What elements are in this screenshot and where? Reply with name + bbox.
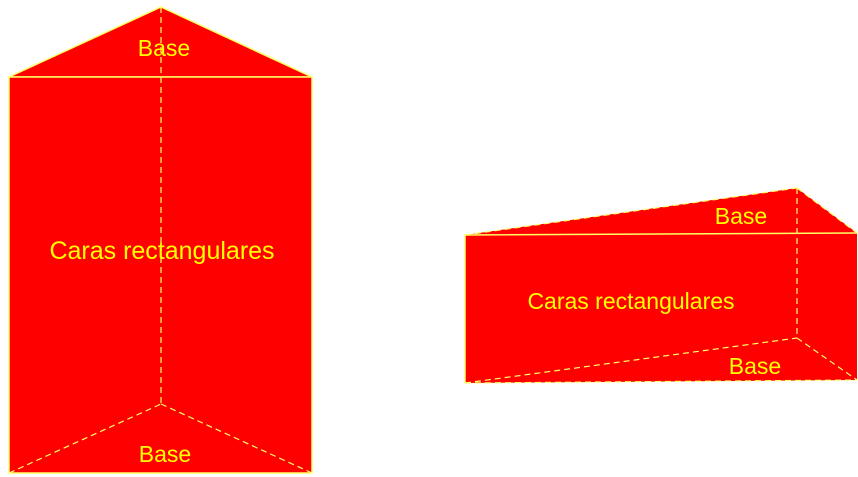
right-prism-bottom-back-edge [464, 337, 798, 384]
left-prism-faces-label: Caras rectangulares [49, 237, 274, 265]
left-prism-bottom-base-edge-left [8, 403, 162, 474]
left-prism: Base Caras rectangulares Base [8, 6, 313, 474]
left-prism-bottom-base-label: Base [139, 441, 191, 467]
right-prism-body [465, 188, 857, 383]
right-prism-faces-label: Caras rectangulares [527, 288, 734, 314]
left-prism-lateral-faces [8, 76, 313, 474]
left-prism-top-base-label: Base [138, 35, 190, 61]
right-prism-bottom-base-label: Base [729, 353, 781, 379]
right-prism: Base Caras rectangulares Base [464, 187, 858, 384]
right-prism-top-ridge-edge [464, 187, 798, 236]
right-prism-far-top-edge [796, 187, 858, 234]
right-prism-bottom-front-edge [464, 379, 858, 384]
left-prism-bottom-base-edge-right [160, 403, 313, 474]
right-prism-top-base-label: Base [715, 203, 767, 229]
right-prism-bottom-base-edge [796, 337, 858, 381]
